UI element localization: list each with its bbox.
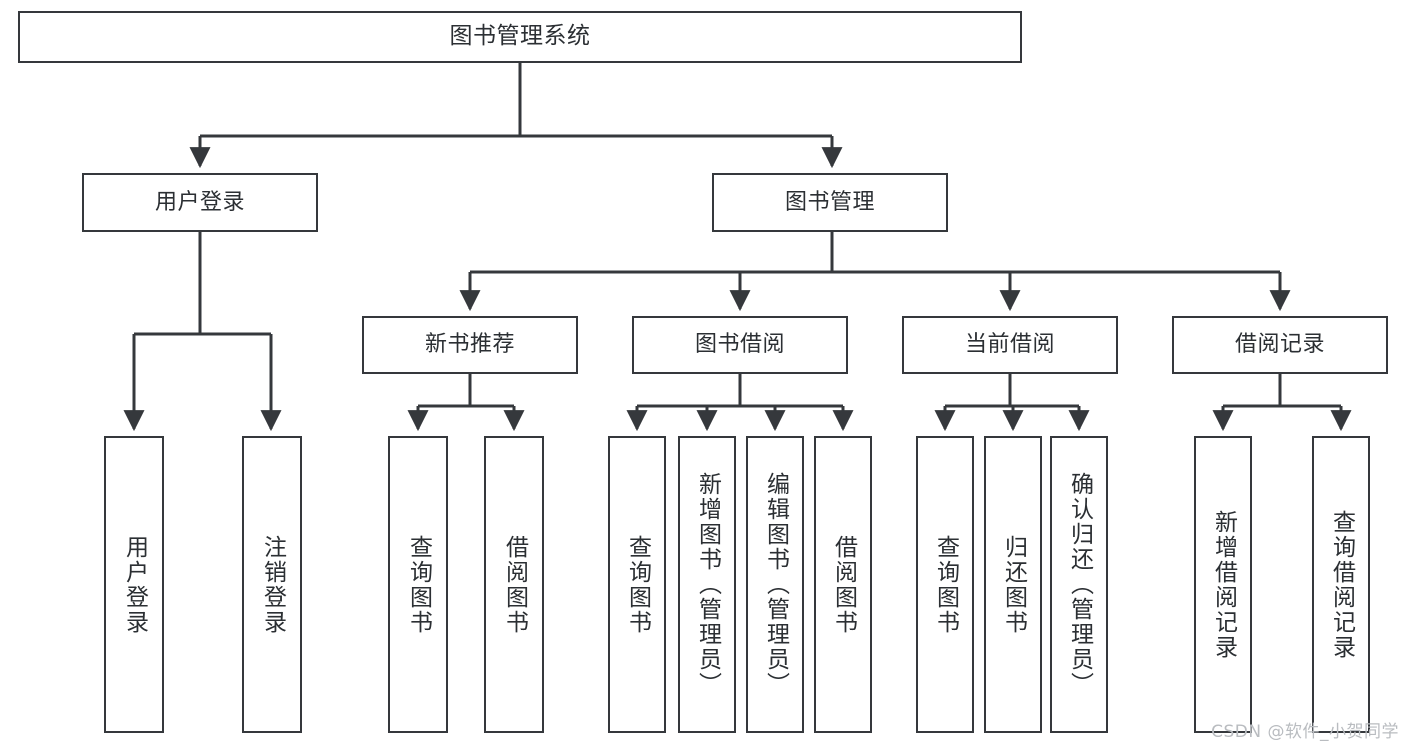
node-borrow-record[interactable]: 借阅记录 xyxy=(1172,316,1388,374)
node-current-borrow[interactable]: 当前借阅 xyxy=(902,316,1118,374)
leaf-edit-book-admin-label: 编辑图书（管理员） xyxy=(762,472,789,697)
leaf-add-book-admin-label: 新增图书（管理员） xyxy=(694,472,721,697)
leaf-logout-label: 注销登录 xyxy=(259,534,286,635)
leaf-add-borrow-record-label: 新增借阅记录 xyxy=(1210,509,1237,660)
leaf-query-borrow-record-label: 查询借阅记录 xyxy=(1328,509,1355,660)
leaf-query-book-current-label: 查询图书 xyxy=(932,534,959,635)
leaf-query-borrow-record[interactable]: 查询借阅记录 xyxy=(1312,436,1370,733)
leaf-query-book-newbook-label: 查询图书 xyxy=(405,534,432,635)
node-new-book-recommend-label: 新书推荐 xyxy=(424,332,515,358)
node-book-borrow-label: 图书借阅 xyxy=(694,332,785,358)
leaf-return-book[interactable]: 归还图书 xyxy=(984,436,1042,733)
node-borrow-record-label: 借阅记录 xyxy=(1234,332,1325,358)
leaf-logout[interactable]: 注销登录 xyxy=(242,436,302,733)
leaf-query-book-borrow[interactable]: 查询图书 xyxy=(608,436,666,733)
leaf-return-book-label: 归还图书 xyxy=(1000,534,1027,635)
leaf-confirm-return-admin-label: 确认归还（管理员） xyxy=(1066,472,1093,697)
leaf-query-book-newbook[interactable]: 查询图书 xyxy=(388,436,448,733)
leaf-confirm-return-admin[interactable]: 确认归还（管理员） xyxy=(1050,436,1108,733)
leaf-edit-book-admin[interactable]: 编辑图书（管理员） xyxy=(746,436,804,733)
leaf-user-login-label: 用户登录 xyxy=(121,534,148,635)
leaf-query-book-current[interactable]: 查询图书 xyxy=(916,436,974,733)
leaf-add-book-admin[interactable]: 新增图书（管理员） xyxy=(678,436,736,733)
leaf-borrow-book-newbook-label: 借阅图书 xyxy=(501,534,528,635)
leaf-add-borrow-record[interactable]: 新增借阅记录 xyxy=(1194,436,1252,733)
leaf-user-login[interactable]: 用户登录 xyxy=(104,436,164,733)
leaf-borrow-book-label: 借阅图书 xyxy=(830,534,857,635)
node-user-login[interactable]: 用户登录 xyxy=(82,173,318,232)
node-book-borrow[interactable]: 图书借阅 xyxy=(632,316,848,374)
watermark: CSDN @软件_小贺同学 xyxy=(1211,722,1399,742)
node-current-borrow-label: 当前借阅 xyxy=(964,332,1055,358)
node-new-book-recommend[interactable]: 新书推荐 xyxy=(362,316,578,374)
leaf-borrow-book[interactable]: 借阅图书 xyxy=(814,436,872,733)
node-user-login-label: 用户登录 xyxy=(154,189,245,215)
node-root-label: 图书管理系统 xyxy=(449,23,591,50)
node-root[interactable]: 图书管理系统 xyxy=(18,11,1022,63)
leaf-borrow-book-newbook[interactable]: 借阅图书 xyxy=(484,436,544,733)
node-book-management[interactable]: 图书管理 xyxy=(712,173,948,232)
leaf-query-book-borrow-label: 查询图书 xyxy=(624,534,651,635)
node-book-management-label: 图书管理 xyxy=(784,189,875,215)
